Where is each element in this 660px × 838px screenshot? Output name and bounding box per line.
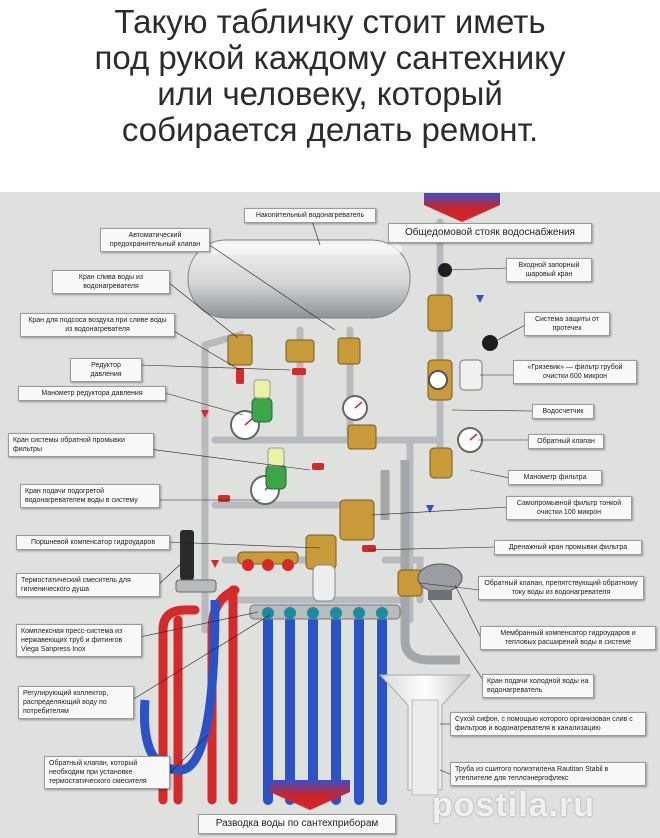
label-filter-gauge: Манометр фильтра bbox=[508, 470, 602, 485]
hot-manifold-valves bbox=[242, 559, 294, 571]
label-dry-siphon: Сухой сифон, с помощью которого организо… bbox=[450, 712, 646, 736]
membrane-compensator bbox=[417, 563, 463, 600]
label-membrane-compensator: Мембранный компенсатор гидроударов и теп… bbox=[480, 626, 656, 650]
pressure-gauges bbox=[230, 370, 483, 505]
label-backflush-valve: Кран системы обратной промывки фильтры bbox=[8, 433, 154, 457]
watermark: postila.ru bbox=[432, 786, 596, 824]
label-heater-drain-valve: Кран слива воды из водонагревателя bbox=[52, 270, 170, 294]
label-drain-flush-valve: Дренажный кран промывки фильтра bbox=[494, 540, 642, 555]
headline-line-3: или человеку, который bbox=[157, 75, 503, 112]
label-riser: Общедомовой стояк водоснабжения bbox=[388, 223, 592, 243]
label-storage-heater: Накопительный водонагреватель bbox=[244, 208, 376, 223]
label-mud-filter: «Грязевик» — фильтр грубой очистки 600 м… bbox=[513, 360, 637, 384]
flow-arrows-hot bbox=[201, 410, 219, 568]
inlet-arrow-icon bbox=[424, 193, 500, 222]
label-thermostatic-mixer: Термостатический смеситель для гигиениче… bbox=[16, 573, 160, 597]
label-pipe-note: Труба из сшитого полиэтилена Rautitan St… bbox=[450, 762, 646, 786]
manifold-valves bbox=[262, 607, 388, 619]
cold-water-pipes bbox=[263, 615, 387, 805]
headline: Такую табличку стоит иметь под рукой каж… bbox=[0, 4, 660, 148]
filter-bowl bbox=[312, 564, 336, 602]
label-distribution: Разводка воды по сантехприборам bbox=[198, 814, 396, 834]
label-heated-water-valve: Кран подачи подогретой водонагревателем … bbox=[20, 484, 160, 508]
drain-pipes bbox=[380, 460, 460, 665]
label-heater-check-valve: Обратный клапан, препятствующий обратном… bbox=[478, 576, 644, 600]
label-press-system: Комплексная пресс-система из нержавеющих… bbox=[16, 624, 142, 657]
label-leak-protection: Система защиты от протечек bbox=[524, 312, 610, 336]
leak-valve bbox=[459, 359, 483, 391]
label-reducer-gauge: Манометр редуктора давления bbox=[18, 386, 166, 401]
label-manifold: Регулирующий коллектор, распределяющий в… bbox=[18, 686, 134, 719]
outlet-arrow-icon bbox=[270, 780, 350, 810]
blue-hose bbox=[139, 599, 220, 775]
dry-siphon bbox=[378, 674, 472, 796]
thermostatic-mixer bbox=[175, 530, 217, 593]
headline-line-1: Такую табличку стоит иметь bbox=[114, 3, 546, 40]
headline-line-4: собирается делать ремонт. bbox=[121, 111, 539, 148]
label-thermo-check-valve: Обратный клапан, который необходим при у… bbox=[44, 756, 170, 789]
valve-handles bbox=[218, 263, 498, 552]
label-auto-safety-valve: Автоматический предохранительный клапан bbox=[100, 228, 210, 252]
reducer-caps bbox=[253, 379, 285, 467]
label-self-clean-filter: Самопромывной фильтр тонкой очистки 100 … bbox=[506, 496, 632, 520]
water-heater-tank bbox=[187, 239, 411, 319]
headline-line-2: под рукой каждому сантехнику bbox=[94, 39, 566, 76]
label-cold-water-valve: Кран подачи холодной воды на водонагрева… bbox=[482, 674, 594, 698]
label-pressure-reducer: Редуктор давления bbox=[70, 358, 142, 382]
label-air-intake-valve: Кран для подсоса воздуха при сливе воды … bbox=[20, 313, 175, 337]
label-piston-compensator: Поршневой компенсатор гидроударов bbox=[16, 535, 170, 550]
flow-arrows-cold bbox=[426, 295, 484, 513]
label-inlet-ball-valve: Входной запорный шаровый кран bbox=[506, 258, 592, 282]
brass-fittings bbox=[227, 294, 453, 597]
label-check-valve: Обратный клапан bbox=[528, 434, 604, 449]
label-water-meter: Водосчетчик bbox=[532, 404, 594, 419]
